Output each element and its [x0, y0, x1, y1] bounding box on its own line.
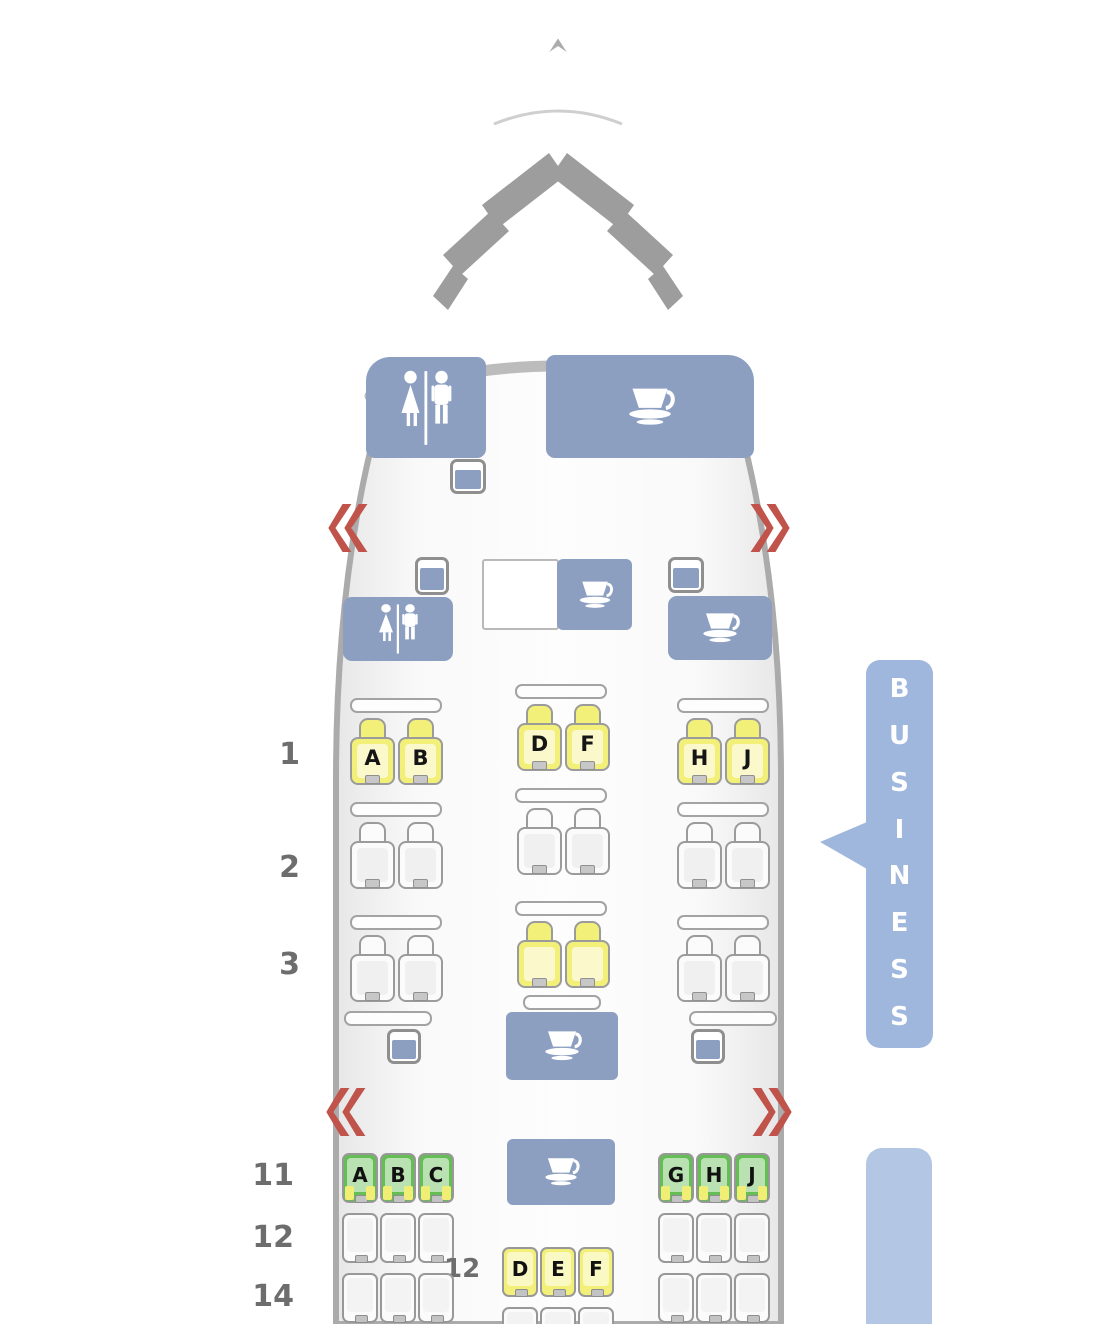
seat-2[interactable]	[398, 822, 443, 890]
seat-console-3-right	[677, 915, 769, 930]
seat-11A[interactable]: A	[342, 1153, 378, 1203]
seat-12[interactable]	[342, 1213, 378, 1263]
galley-counter	[482, 559, 559, 630]
exit-left-arrows-icon	[320, 1088, 370, 1136]
galley-front	[546, 355, 754, 458]
seat-14[interactable]	[658, 1273, 694, 1323]
business-label-letter-4: N	[888, 861, 911, 892]
seat-3[interactable]	[350, 935, 395, 1003]
seat-12F[interactable]: F	[578, 1247, 614, 1297]
seat-2[interactable]	[677, 822, 722, 890]
business-label-letter-6: S	[890, 955, 909, 986]
seat-console-3-center	[515, 901, 607, 916]
lavatory-wc-icon	[401, 370, 452, 445]
seat-14[interactable]	[578, 1307, 614, 1324]
business-label-letter-7: S	[890, 1001, 909, 1032]
seat-14[interactable]	[502, 1307, 538, 1324]
seat-console-1-center	[515, 684, 607, 699]
seat-1B[interactable]: B	[398, 718, 443, 786]
seat-console-2-left	[350, 802, 442, 817]
seat-12[interactable]	[658, 1213, 694, 1263]
row-label-1: 1	[279, 737, 300, 772]
seat-12D[interactable]: D	[502, 1247, 538, 1297]
closet-icon	[415, 557, 449, 595]
row-label-11: 11	[252, 1158, 294, 1193]
row-label-2: 2	[279, 850, 300, 885]
seat-11C[interactable]: C	[418, 1153, 454, 1203]
business-label-letter-2: S	[890, 767, 909, 798]
galley-cup-icon	[543, 1157, 580, 1187]
seat-14[interactable]	[380, 1273, 416, 1323]
seat-console-1-right	[677, 698, 769, 713]
footwell-bar	[689, 1011, 777, 1026]
footwell-bar	[344, 1011, 432, 1026]
seat-12[interactable]	[380, 1213, 416, 1263]
seat-3[interactable]	[517, 921, 562, 989]
seat-3[interactable]	[677, 935, 722, 1003]
seat-14[interactable]	[342, 1273, 378, 1323]
galley-cup-icon	[627, 386, 675, 427]
seat-11G[interactable]: G	[658, 1153, 694, 1203]
seat-2[interactable]	[517, 808, 562, 876]
seat-14[interactable]	[540, 1307, 576, 1324]
seat-12[interactable]	[734, 1213, 770, 1263]
seat-12[interactable]	[418, 1213, 454, 1263]
seat-12E[interactable]: E	[540, 1247, 576, 1297]
seat-12[interactable]	[696, 1213, 732, 1263]
seat-1A[interactable]: A	[350, 718, 395, 786]
galley-cup-icon	[543, 1030, 582, 1062]
closet-icon	[691, 1029, 725, 1064]
footwell-bar	[523, 995, 601, 1010]
galley-mid-right	[668, 596, 772, 660]
seat-14[interactable]	[418, 1273, 454, 1323]
seat-console-2-right	[677, 802, 769, 817]
exit-right-arrows-icon	[746, 504, 796, 552]
galley-cup-icon	[701, 612, 740, 644]
class-label-pointer	[820, 822, 867, 869]
lavatory-front	[366, 357, 486, 458]
row-label-14: 14	[252, 1279, 294, 1314]
business-label-letter-1: U	[888, 720, 911, 751]
business-label-letter-5: E	[890, 908, 909, 939]
seat-11H[interactable]: H	[696, 1153, 732, 1203]
seat-3[interactable]	[725, 935, 770, 1003]
seat-console-1-left	[350, 698, 442, 713]
galley-cup-icon	[577, 579, 613, 609]
exit-left-arrows-icon	[322, 504, 372, 552]
cockpit-windows-icon	[433, 153, 683, 310]
seat-14[interactable]	[696, 1273, 732, 1323]
seat-2[interactable]	[725, 822, 770, 890]
row-label-3: 3	[279, 947, 300, 982]
seat-2[interactable]	[350, 822, 395, 890]
galley-economy-front	[507, 1139, 615, 1205]
seat-1H[interactable]: H	[677, 718, 722, 786]
seat-1F[interactable]: F	[565, 704, 610, 772]
seat-3[interactable]	[398, 935, 443, 1003]
row-label-12: 12	[252, 1220, 294, 1255]
nose-line	[493, 109, 623, 126]
business-label-letter-3: I	[894, 814, 905, 845]
seat-console-2-center	[515, 788, 607, 803]
business-label-letter-0: B	[889, 674, 910, 704]
lavatory-wc-icon	[379, 604, 418, 654]
galley-mid-center	[557, 559, 632, 630]
seat-1D[interactable]: D	[517, 704, 562, 772]
seat-14[interactable]	[734, 1273, 770, 1323]
seat-2[interactable]	[565, 808, 610, 876]
cockpit-area	[368, 46, 748, 400]
seat-console-3-left	[350, 915, 442, 930]
exit-right-arrows-icon	[748, 1088, 798, 1136]
closet-icon	[450, 459, 486, 494]
seat-11B[interactable]: B	[380, 1153, 416, 1203]
seat-11J[interactable]: J	[734, 1153, 770, 1203]
closet-icon	[668, 557, 704, 593]
economy-class-label	[866, 1148, 932, 1324]
closet-icon	[387, 1029, 421, 1064]
galley-rear-business	[506, 1012, 618, 1080]
lavatory-mid	[343, 597, 453, 661]
seat-3[interactable]	[565, 921, 610, 989]
seat-1J[interactable]: J	[725, 718, 770, 786]
